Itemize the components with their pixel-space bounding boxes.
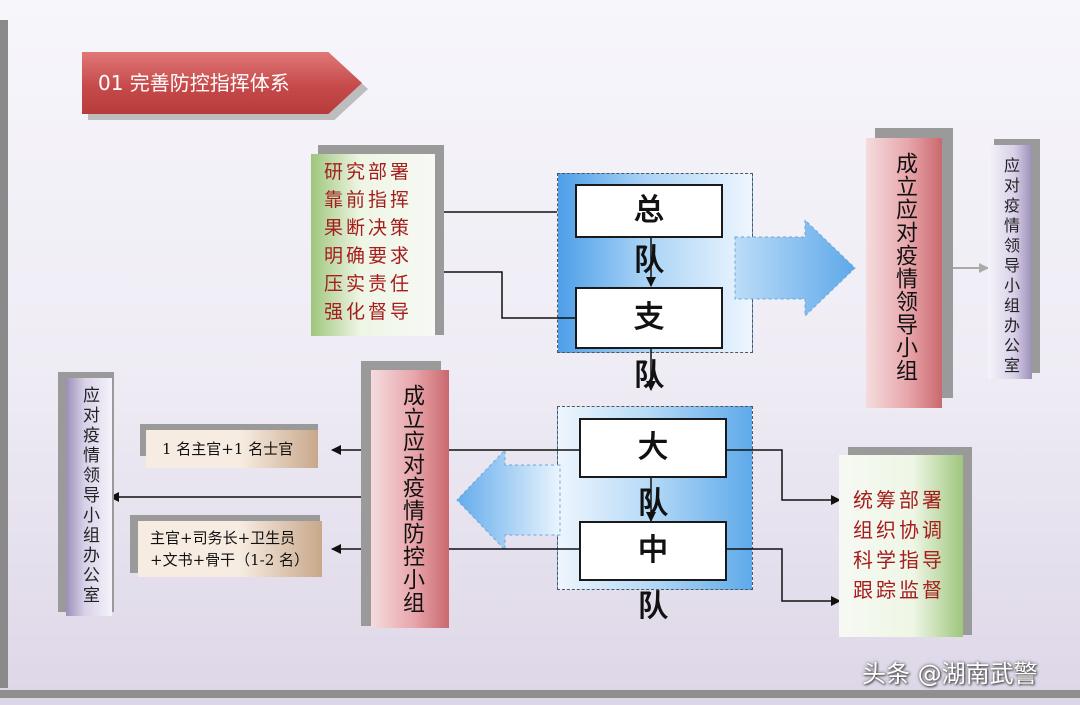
staff-large-panel: 主官+司务长+卫生员 +文书+骨干（1-2 名） bbox=[138, 521, 322, 577]
top-duty-item: 靠前指挥 bbox=[324, 189, 413, 211]
bottom-duty-item: 跟踪监督 bbox=[853, 578, 945, 602]
section-title: 01 完善防控指挥体系 bbox=[82, 52, 362, 114]
staff-small-label: 1 名主官+1 名士官 bbox=[146, 430, 318, 468]
office-left-panel: 应对疫情领导小组办公室 bbox=[66, 378, 112, 616]
top-duty-item: 研究部署 bbox=[324, 161, 413, 183]
top-duty-item: 压实责任 bbox=[324, 273, 413, 295]
top-duty-item: 果断决策 bbox=[324, 217, 413, 239]
bottom-border-rule bbox=[0, 690, 1080, 698]
office-left-label: 应对疫情领导小组办公室 bbox=[79, 386, 99, 606]
leading-group-panel: 成立应对疫情领导小组 bbox=[866, 138, 942, 408]
big-arrow-left bbox=[456, 448, 561, 552]
control-group-label: 成立应对疫情防控小组 bbox=[399, 384, 424, 614]
top-duties-panel: 研究部署 靠前指挥 果断决策 明确要求 压实责任 强化督导 bbox=[311, 154, 435, 336]
control-group-panel: 成立应对疫情防控小组 bbox=[371, 370, 449, 628]
line-zhongdui-to-bottom-duties bbox=[726, 548, 841, 606]
unit-dadui: 大 队 bbox=[579, 418, 727, 521]
leading-group-label: 成立应对疫情领导小组 bbox=[892, 152, 917, 382]
bottom-duty-item: 组织协调 bbox=[853, 518, 945, 542]
unit-zongdui: 总 队 bbox=[575, 184, 723, 278]
big-arrow-right bbox=[734, 218, 856, 318]
unit-zhidui: 支 队 bbox=[575, 287, 723, 393]
left-border-rule bbox=[0, 20, 8, 688]
office-right-label: 应对疫情领导小组办公室 bbox=[1001, 157, 1020, 377]
line-zhidui-to-duties bbox=[431, 267, 575, 319]
bottom-duty-item: 科学指导 bbox=[853, 548, 945, 572]
line-dadui-to-bottom-duties bbox=[726, 449, 841, 505]
office-right-panel: 应对疫情领导小组办公室 bbox=[988, 145, 1032, 379]
top-duty-item: 明确要求 bbox=[324, 245, 413, 267]
top-duty-item: 强化督导 bbox=[324, 301, 413, 323]
watermark: 头条 @湖南武警 bbox=[862, 660, 1038, 688]
bottom-duty-item: 统筹部署 bbox=[853, 488, 945, 512]
bottom-duties-panel: 统筹部署 组织协调 科学指导 跟踪监督 bbox=[839, 455, 963, 637]
staff-large-line: 主官+司务长+卫生员 bbox=[150, 529, 296, 547]
unit-zhongdui: 中 队 bbox=[579, 521, 727, 624]
staff-large-line: +文书+骨干（1-2 名） bbox=[150, 551, 310, 569]
